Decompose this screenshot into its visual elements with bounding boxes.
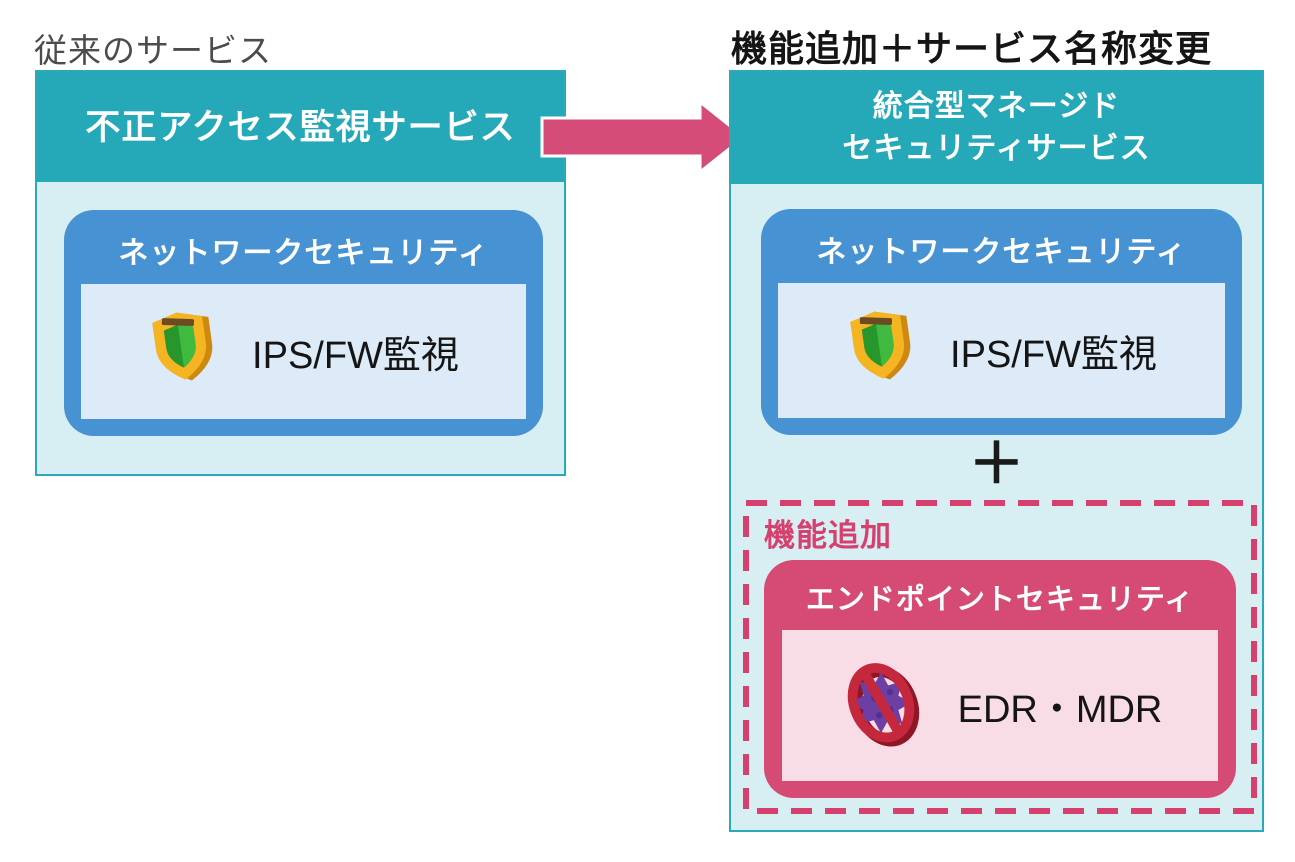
caption-legacy-service: 従来のサービス xyxy=(34,32,272,69)
plus-sign: ＋ xyxy=(968,432,1025,495)
block-arrow-right-icon xyxy=(540,98,748,176)
ips-fw-label: IPS/FW監視 xyxy=(252,335,459,377)
legacy-service-body: ネットワークセキュリティ IPS/F xyxy=(37,182,564,474)
legacy-service-title: 不正アクセス監視サービス xyxy=(85,107,516,147)
integrated-service-panel: 統合型マネージド セキュリティサービス ネットワークセキュリティ xyxy=(729,70,1264,832)
integrated-service-header: 統合型マネージド セキュリティサービス xyxy=(731,72,1262,184)
legacy-service-panel: 不正アクセス監視サービス ネットワークセキュリティ xyxy=(35,70,566,476)
endpoint-security-title: エンドポイントセキュリティ xyxy=(805,584,1195,616)
network-security-box: ネットワークセキュリティ IPS/F xyxy=(64,210,543,436)
integrated-service-title-line2: セキュリティサービス xyxy=(842,132,1151,165)
integrated-service-body: ネットワークセキュリティ IPS/F xyxy=(731,184,1262,830)
edr-mdr-item: EDR・MDR xyxy=(782,630,1218,781)
ips-fw-item: IPS/FW監視 xyxy=(778,283,1225,418)
network-security-title: ネットワークセキュリティ xyxy=(816,236,1187,269)
shield-icon xyxy=(846,307,912,395)
integrated-service-title-line1: 統合型マネージド xyxy=(872,90,1121,123)
network-security-box: ネットワークセキュリティ IPS/F xyxy=(761,209,1242,435)
dashed-border xyxy=(743,500,1257,814)
shield-icon xyxy=(148,308,214,396)
legacy-service-header: 不正アクセス監視サービス xyxy=(37,72,564,182)
endpoint-security-box: エンドポイントセキュリティ xyxy=(764,560,1236,798)
caption-feature-added-renamed: 機能追加＋サービス名称変更 xyxy=(731,28,1213,69)
edr-mdr-label: EDR・MDR xyxy=(957,689,1163,731)
feature-addition-label: 機能追加 xyxy=(764,518,892,553)
feature-addition-group: 機能追加 エンドポイントセキュリティ xyxy=(743,500,1257,814)
ips-fw-label: IPS/FW監視 xyxy=(950,334,1157,376)
blocked-virus-icon xyxy=(838,649,924,763)
ips-fw-item: IPS/FW監視 xyxy=(81,284,526,419)
network-security-title: ネットワークセキュリティ xyxy=(118,237,489,270)
